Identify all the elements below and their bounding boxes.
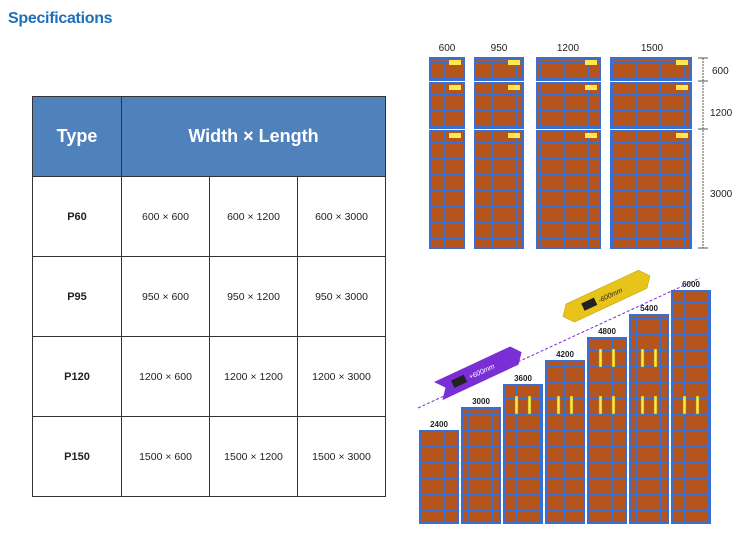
length-label: 1200: [710, 108, 733, 119]
table-header-row: Type Width × Length: [32, 96, 386, 177]
table-row: P150 1500 × 600 1500 × 1200 1500 × 3000: [32, 416, 386, 497]
height-rack-columns: [419, 290, 711, 524]
minus-600-arrow: -600mm: [562, 269, 651, 323]
table-cell: 1200 × 3000: [297, 336, 386, 417]
table-cell: 950 × 1200: [209, 256, 298, 337]
spec-table: Type Width × Length P60 600 × 600 600 × …: [32, 96, 386, 497]
height-label: 6000: [682, 280, 700, 289]
height-label: 5400: [640, 304, 658, 313]
table-cell: 1200 × 1200: [209, 336, 298, 417]
height-label: 3000: [472, 397, 490, 406]
plus-600-arrow: +600mm: [434, 346, 522, 401]
header-size: Width × Length: [121, 96, 386, 177]
length-label: 3000: [710, 189, 733, 200]
width-label: 1500: [641, 43, 664, 54]
page-title: Specifications: [8, 10, 113, 27]
height-label: 2400: [430, 420, 448, 429]
table-row: P95 950 × 600 950 × 1200 950 × 3000: [32, 256, 386, 337]
row-type: P95: [32, 256, 122, 337]
length-dimension-line: [698, 57, 708, 249]
table-cell: 600 × 3000: [297, 176, 386, 257]
height-label: 3600: [514, 374, 532, 383]
length-label: 600: [712, 66, 729, 77]
table-cell: 1500 × 3000: [297, 416, 386, 497]
table-cell: 950 × 3000: [297, 256, 386, 337]
table-cell: 600 × 1200: [209, 176, 298, 257]
top-rack-grid: [429, 57, 692, 249]
width-label: 1200: [557, 43, 580, 54]
table-cell: 1500 × 1200: [209, 416, 298, 497]
height-label: 4200: [556, 350, 574, 359]
row-type: P150: [32, 416, 122, 497]
width-label: 600: [439, 43, 456, 54]
connector-marks: [514, 348, 700, 415]
table-row: P60 600 × 600 600 × 1200 600 × 3000: [32, 176, 386, 257]
width-label: 950: [491, 43, 508, 54]
height-label: 4800: [598, 327, 616, 336]
